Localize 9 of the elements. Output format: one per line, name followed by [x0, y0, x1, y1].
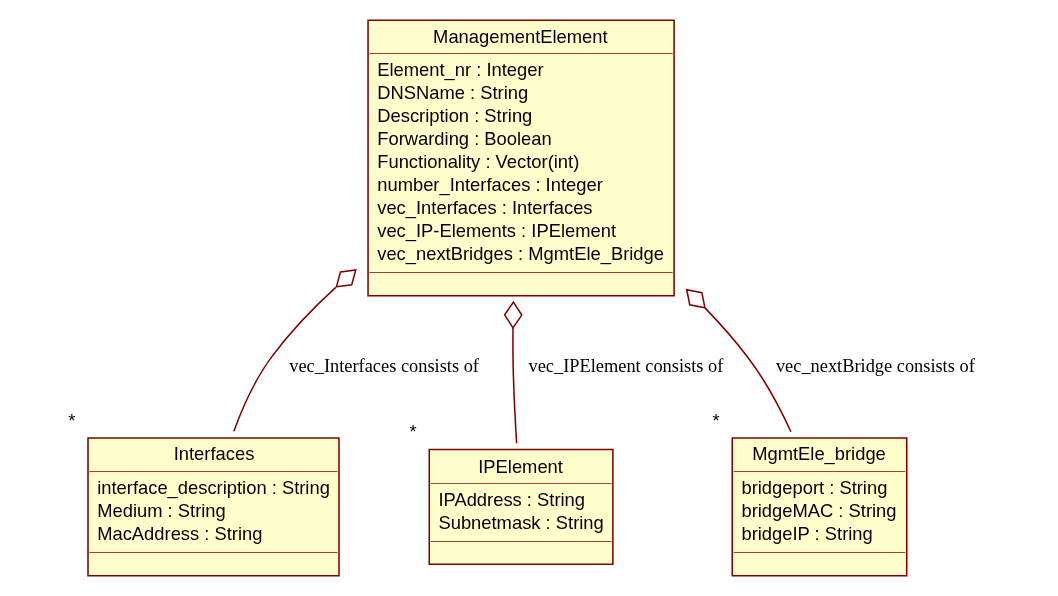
edge-label: vec_Interfaces consists of: [288, 355, 479, 376]
node-label: *: [409, 421, 417, 443]
node-label: *: [712, 409, 720, 431]
edge-label: vec_IPElement consists of: [528, 355, 723, 376]
connector: [232, 268, 357, 432]
node-label: *: [67, 409, 76, 431]
edge-label: vec_nextBridge consists of: [775, 355, 975, 376]
connector: [685, 288, 792, 433]
connector: [503, 300, 523, 445]
